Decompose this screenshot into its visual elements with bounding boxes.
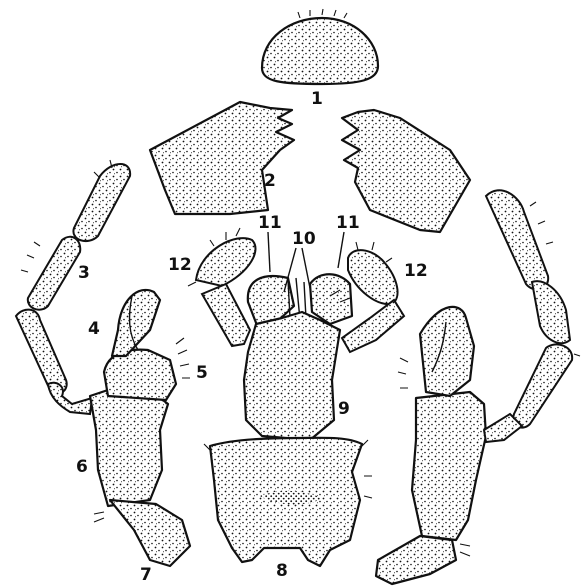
label-1: 1 bbox=[311, 89, 323, 109]
maxilliped-right bbox=[376, 307, 486, 584]
maxillula-left bbox=[188, 228, 255, 346]
label-8: 8 bbox=[276, 561, 288, 581]
label-12-right: 12 bbox=[404, 261, 428, 281]
label-2: 2 bbox=[264, 171, 276, 191]
central-appendages bbox=[244, 274, 352, 440]
labium bbox=[204, 438, 372, 566]
labrum bbox=[262, 9, 378, 84]
label-6: 6 bbox=[76, 457, 88, 477]
leader-11-left bbox=[268, 232, 270, 272]
label-11-left: 11 bbox=[258, 213, 282, 233]
maxilliped-left bbox=[90, 290, 190, 566]
label-12-left: 12 bbox=[168, 255, 192, 275]
leader-10-b bbox=[302, 248, 310, 288]
label-5: 5 bbox=[196, 363, 208, 383]
leader-11-right bbox=[338, 232, 344, 268]
label-4: 4 bbox=[88, 319, 100, 339]
label-7: 7 bbox=[140, 565, 152, 585]
mandible-left bbox=[150, 102, 294, 214]
label-11-right: 11 bbox=[336, 213, 360, 233]
maxilla-right bbox=[484, 190, 580, 442]
label-10: 10 bbox=[292, 229, 316, 249]
mandible-right bbox=[342, 110, 470, 232]
label-9: 9 bbox=[338, 399, 350, 419]
label-3: 3 bbox=[78, 263, 90, 283]
